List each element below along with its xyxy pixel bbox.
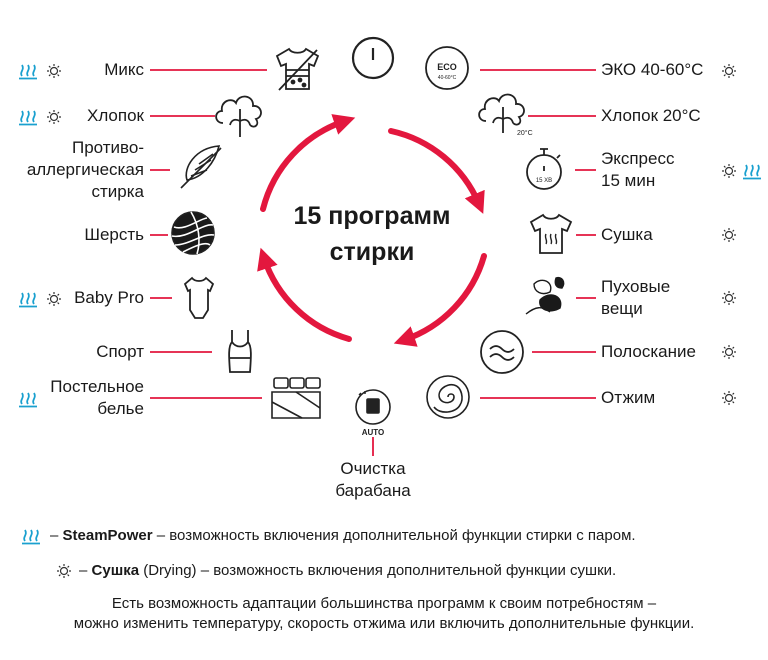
- program-drum-clean: Очистка барабана: [303, 458, 443, 502]
- cotton-20-icon: 20°C: [478, 93, 533, 137]
- legend-dash: –: [50, 527, 59, 544]
- program-sport: Спорт: [96, 341, 144, 363]
- left-feature-symbols: [18, 63, 62, 408]
- dry-icon: [721, 390, 737, 406]
- arrow-top-left: [260, 114, 356, 212]
- title-line-2: стирки: [329, 238, 415, 266]
- dry-icon: [721, 63, 737, 79]
- program-label: белье: [97, 399, 144, 418]
- legend-steam-text: возможность включения дополнительной фун…: [169, 527, 636, 544]
- bedding-icon: [271, 377, 321, 419]
- program-cotton: Хлопок: [87, 105, 144, 127]
- drum-clean-auto-text: AUTO: [362, 428, 385, 437]
- program-label: вещи: [601, 299, 643, 318]
- arrow-bottom-right: [393, 253, 487, 347]
- cotton-20-icon-text: 20°C: [517, 129, 533, 137]
- rinse-icon: [480, 330, 524, 374]
- steam-icon: [18, 64, 38, 80]
- legend-dry-icon: [56, 563, 72, 579]
- stopwatch-icon: 15 ХВ: [526, 148, 562, 190]
- program-label: Шерсть: [84, 225, 144, 244]
- power-icon: [351, 36, 395, 80]
- arrow-top-right: [388, 128, 485, 214]
- program-label: ЭКО 40-60°C: [601, 60, 704, 79]
- program-label: Спорт: [96, 342, 144, 361]
- program-spin: Отжим: [601, 387, 655, 409]
- dry-icon: [46, 109, 62, 125]
- shirt-dry-icon: [529, 213, 573, 254]
- diagram-title: 15 программ стирки: [262, 198, 482, 270]
- program-label: Baby Pro: [74, 288, 144, 307]
- cotton-icon: [215, 95, 262, 137]
- program-label: Отжим: [601, 388, 656, 407]
- steam-icon: [742, 164, 762, 180]
- steam-icon: [18, 292, 38, 308]
- dry-icon: [721, 344, 737, 360]
- steam-icon: [18, 110, 38, 126]
- program-label: Хлопок 20°C: [601, 106, 701, 125]
- legend-dry-text: возможность включения дополнительной фун…: [213, 562, 617, 579]
- mixed-shirt-icon: [275, 47, 320, 91]
- legend-steam-icon: [21, 529, 41, 545]
- eco-icon-text: ECO: [437, 62, 457, 72]
- program-bedding: Постельное белье: [50, 376, 144, 420]
- footnote: Есть возможность адаптации большинства п…: [0, 594, 768, 634]
- program-label: барабана: [335, 481, 411, 500]
- drum-clean-icon: AUTO: [355, 389, 391, 437]
- spin-icon: [426, 375, 470, 419]
- footnote-line-2: можно изменить температуру, скорость отж…: [73, 615, 695, 632]
- steam-icon: [18, 392, 38, 408]
- program-label: аллергическая: [26, 160, 144, 179]
- program-express: Экспресс 15 мин: [601, 148, 674, 192]
- program-rinse: Полоскание: [601, 341, 696, 363]
- eco-icon: ECO 40-60°C: [425, 46, 469, 90]
- wool-ball-icon: [171, 211, 215, 255]
- dry-icon: [721, 227, 737, 243]
- down-feathers-icon: [525, 276, 565, 315]
- program-label: Экспресс: [601, 149, 675, 168]
- stopwatch-icon-text: 15 ХВ: [536, 178, 552, 184]
- tank-top-icon: [228, 330, 252, 373]
- program-label: Полоскание: [601, 342, 696, 361]
- legend-dry-name: Сушка: [91, 562, 140, 579]
- program-cotton-20: Хлопок 20°C: [601, 105, 701, 127]
- program-anti-allergy: Противо- аллергическая стирка: [27, 137, 144, 203]
- program-label: Очистка: [340, 459, 406, 478]
- program-label: Постельное: [50, 377, 144, 396]
- connector-lines: [150, 69, 596, 456]
- right-feature-symbols: [721, 63, 762, 406]
- footnote-line-1: Есть возможность адаптации большинства п…: [111, 595, 657, 612]
- program-eco: ЭКО 40-60°C: [601, 59, 703, 81]
- program-mix: Микс: [104, 59, 144, 81]
- eco-icon-range: 40-60°C: [438, 75, 457, 81]
- dry-icon: [721, 163, 737, 179]
- legend-dash: –: [79, 562, 88, 579]
- baby-bodysuit-icon: [183, 276, 215, 319]
- program-baby-pro: Baby Pro: [74, 287, 144, 309]
- program-label: стирка: [91, 182, 144, 201]
- cycle-arrows: [257, 114, 487, 347]
- legend-steam-name: SteamPower: [62, 527, 153, 544]
- dry-icon: [46, 63, 62, 79]
- program-label: Пуховые: [601, 277, 671, 296]
- program-label: Хлопок: [86, 106, 144, 125]
- legend-dry: – Сушка (Drying) – возможность включения…: [79, 561, 616, 581]
- feather-icon: [180, 145, 222, 189]
- legend-dash: –: [200, 562, 210, 579]
- program-down: Пуховые вещи: [601, 276, 670, 320]
- legend-steam: – SteamPower – возможность включения доп…: [50, 526, 636, 546]
- program-drying: Сушка: [601, 224, 653, 246]
- program-label: Микс: [104, 60, 144, 79]
- program-label: Сушка: [601, 225, 653, 244]
- arrow-bottom-left: [257, 247, 352, 342]
- legend-dry-en: (Drying): [143, 562, 197, 579]
- dry-icon: [721, 290, 737, 306]
- legend-dash: –: [156, 527, 166, 544]
- title-line-1: 15 программ: [293, 202, 451, 230]
- program-wool: Шерсть: [84, 224, 144, 246]
- program-label: 15 мин: [601, 171, 656, 190]
- dry-icon: [46, 291, 62, 307]
- program-label: Противо-: [72, 138, 144, 157]
